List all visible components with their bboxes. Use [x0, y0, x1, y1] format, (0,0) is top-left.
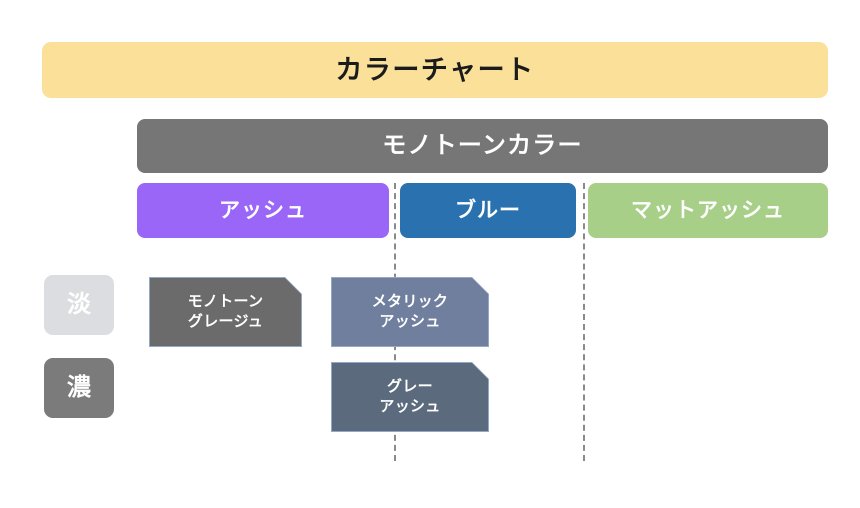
- group-banner-monotone: モノトーンカラー: [137, 119, 828, 173]
- tone-badge-label: 濃: [67, 374, 91, 401]
- card-gray-ash[interactable]: グレー アッシュ: [332, 363, 488, 431]
- card-label-line1: メタリック: [371, 292, 449, 310]
- column-divider-right: [583, 183, 585, 461]
- category-chip-blue[interactable]: ブルー: [400, 183, 576, 238]
- group-banner-label: モノトーンカラー: [382, 132, 583, 159]
- category-chip-label: ブルー: [455, 199, 521, 222]
- chart-title-banner: カラーチャート: [42, 42, 828, 98]
- card-label-line1: グレー: [387, 377, 433, 395]
- card-monotone-greige[interactable]: モノトーン グレージュ: [150, 278, 301, 346]
- card-label-line2: アッシュ: [379, 313, 441, 330]
- card-label-line2: グレージュ: [187, 313, 264, 330]
- category-chip-label: アッシュ: [219, 199, 307, 222]
- category-chip-ash[interactable]: アッシュ: [137, 183, 389, 238]
- card-label-line1: モノトーン: [187, 292, 264, 310]
- card-label-line2: アッシュ: [379, 398, 441, 415]
- category-chip-matte-ash[interactable]: マットアッシュ: [588, 183, 828, 238]
- card-metallic-ash[interactable]: メタリック アッシュ: [332, 278, 488, 346]
- category-chip-label: マットアッシュ: [631, 199, 785, 222]
- tone-badge-dark: 濃: [44, 358, 114, 418]
- tone-badge-light: 淡: [44, 275, 114, 335]
- tone-badge-label: 淡: [67, 291, 91, 318]
- chart-title-label: カラーチャート: [335, 54, 535, 85]
